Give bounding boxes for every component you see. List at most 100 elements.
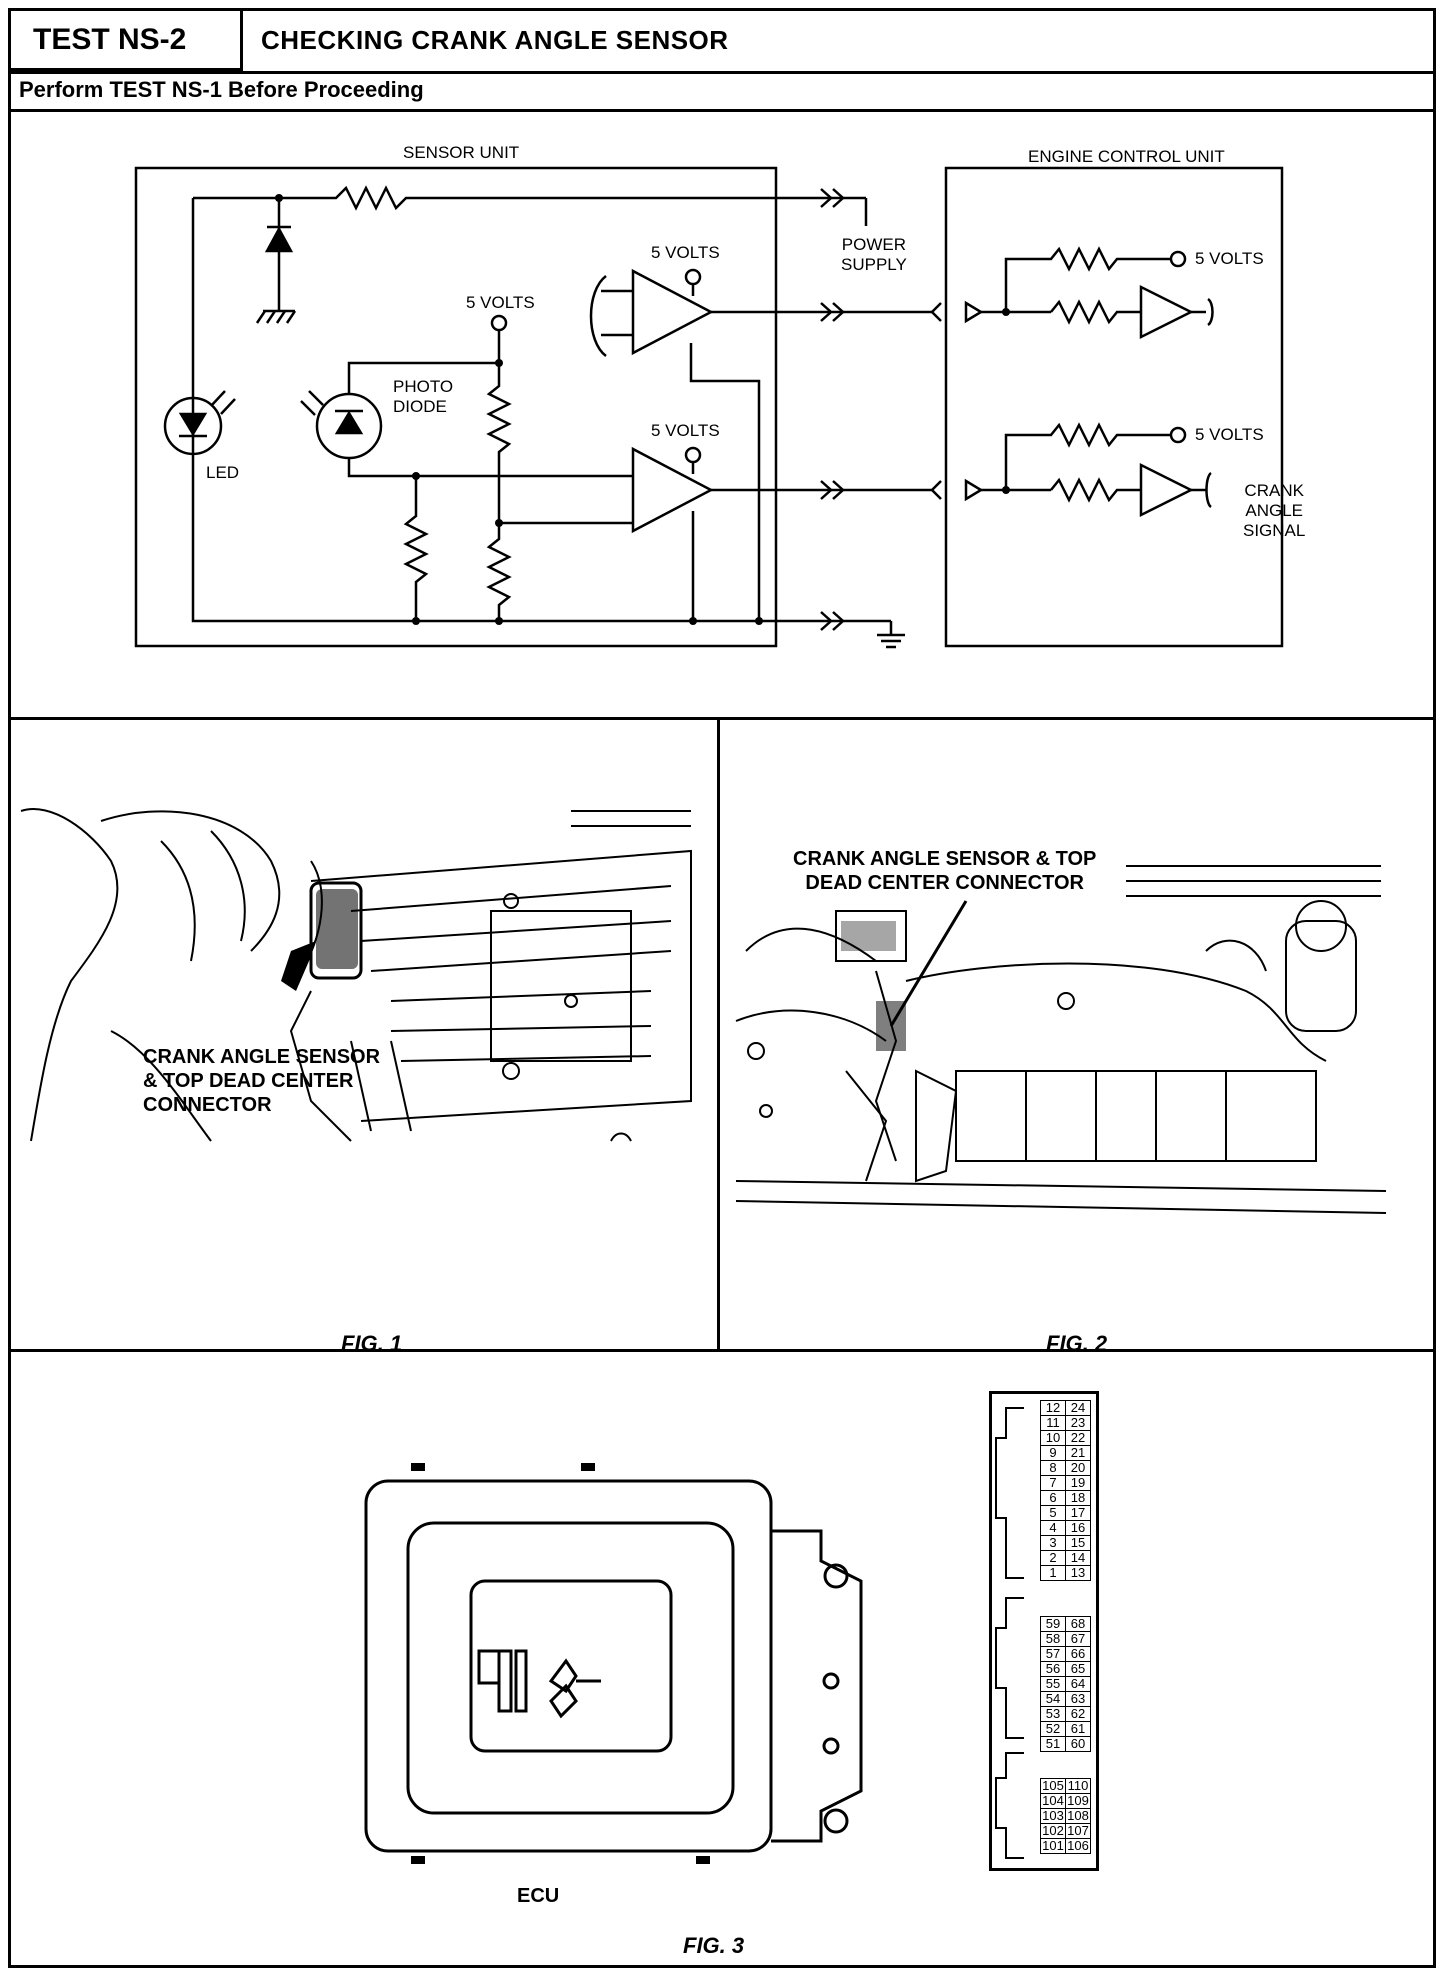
schematic-diagram — [134, 166, 1284, 649]
pin-number: 66 — [1065, 1646, 1091, 1662]
pin-number: 53 — [1040, 1706, 1066, 1722]
pin-number: 63 — [1065, 1691, 1091, 1707]
pin-number: 61 — [1065, 1721, 1091, 1737]
pin-number: 55 — [1040, 1676, 1066, 1692]
crank-angle-signal-label: CRANK ANGLE SIGNAL — [1243, 481, 1306, 540]
pin-number: 65 — [1065, 1661, 1091, 1677]
fig3-caption: FIG. 3 — [683, 1933, 745, 1958]
ecu-illustration — [364, 1463, 863, 1864]
sensor-unit-box — [134, 166, 778, 648]
pin-number: 21 — [1065, 1445, 1091, 1461]
pin-number: 59 — [1040, 1616, 1066, 1632]
pin-number: 22 — [1065, 1430, 1091, 1446]
pin-number: 13 — [1065, 1565, 1091, 1581]
page-subtitle: Perform TEST NS-1 Before Proceeding — [19, 77, 424, 102]
pin-number: 14 — [1065, 1550, 1091, 1566]
pin-number: 23 — [1065, 1415, 1091, 1431]
pin-number: 60 — [1065, 1736, 1091, 1752]
pin-number: 108 — [1065, 1808, 1091, 1824]
pin-number: 68 — [1065, 1616, 1091, 1632]
fig1-caption: FIG. 1 — [341, 1331, 403, 1356]
pin-number: 1 — [1040, 1565, 1066, 1581]
pin-number: 12 — [1040, 1400, 1066, 1416]
fig1-engine-illustration — [20, 808, 692, 1142]
ecu-label: ECU — [517, 1885, 560, 1907]
header: TEST NS-2 CHECKING CRANK ANGLE SENSOR Pe… — [11, 11, 1433, 108]
pin-number: 54 — [1040, 1691, 1066, 1707]
fig2-callout-label: CRANK ANGLE SENSOR & TOP DEAD CENTER CON… — [793, 848, 1097, 894]
fig2-caption: FIG. 2 — [1046, 1331, 1108, 1356]
pin-number: 56 — [1040, 1661, 1066, 1677]
pin-number: 9 — [1040, 1445, 1066, 1461]
pin-number: 15 — [1065, 1535, 1091, 1551]
pin-number: 105 — [1040, 1778, 1066, 1794]
led-label: LED — [206, 463, 240, 482]
pin-number: 10 — [1040, 1430, 1066, 1446]
five-volts-label-ecu-bottom: 5 VOLTS — [1195, 425, 1264, 444]
pin-number: 17 — [1065, 1505, 1091, 1521]
pin-number: 11 — [1040, 1415, 1066, 1431]
test-id-text: TEST NS-2 — [33, 22, 187, 56]
pin-number: 107 — [1065, 1823, 1091, 1839]
pin-number: 4 — [1040, 1520, 1066, 1536]
page-title: CHECKING CRANK ANGLE SENSOR — [261, 25, 729, 55]
pin-number: 3 — [1040, 1535, 1066, 1551]
sensor-unit-label: SENSOR UNIT — [403, 143, 520, 162]
fig2-engine-illustration — [735, 865, 1387, 1214]
power-supply-label: POWER SUPPLY — [841, 235, 907, 274]
five-volts-label-ecu-top: 5 VOLTS — [1195, 249, 1264, 268]
five-volts-label-opamp2: 5 VOLTS — [651, 421, 720, 440]
pin-number: 7 — [1040, 1475, 1066, 1491]
pin-number: 109 — [1065, 1793, 1091, 1809]
pin-number: 103 — [1040, 1808, 1066, 1824]
pin-number: 102 — [1040, 1823, 1066, 1839]
pin-number: 106 — [1065, 1838, 1091, 1854]
connector-keyways — [995, 1407, 1024, 1859]
pin-number: 51 — [1040, 1736, 1066, 1752]
pin-number: 101 — [1040, 1838, 1066, 1854]
section-divider-figs — [11, 717, 1433, 720]
section-divider-ecu — [11, 1349, 1433, 1352]
pin-number: 67 — [1065, 1631, 1091, 1647]
pin-number: 58 — [1040, 1631, 1066, 1647]
header-divider — [11, 71, 1433, 74]
test-id: TEST NS-2 — [11, 11, 243, 71]
pin-number: 8 — [1040, 1460, 1066, 1476]
pin-number: 110 — [1065, 1778, 1091, 1794]
pin-number: 24 — [1065, 1400, 1091, 1416]
pin-number: 2 — [1040, 1550, 1066, 1566]
five-volts-label-opamp1: 5 VOLTS — [651, 243, 720, 262]
pin-number: 64 — [1065, 1676, 1091, 1692]
pin-number: 62 — [1065, 1706, 1091, 1722]
page-frame: TEST NS-2 CHECKING CRANK ANGLE SENSOR Pe… — [8, 8, 1436, 1968]
pin-number: 5 — [1040, 1505, 1066, 1521]
pin-number: 6 — [1040, 1490, 1066, 1506]
fig1-callout-label: CRANK ANGLE SENSOR & TOP DEAD CENTER CON… — [143, 1046, 381, 1116]
